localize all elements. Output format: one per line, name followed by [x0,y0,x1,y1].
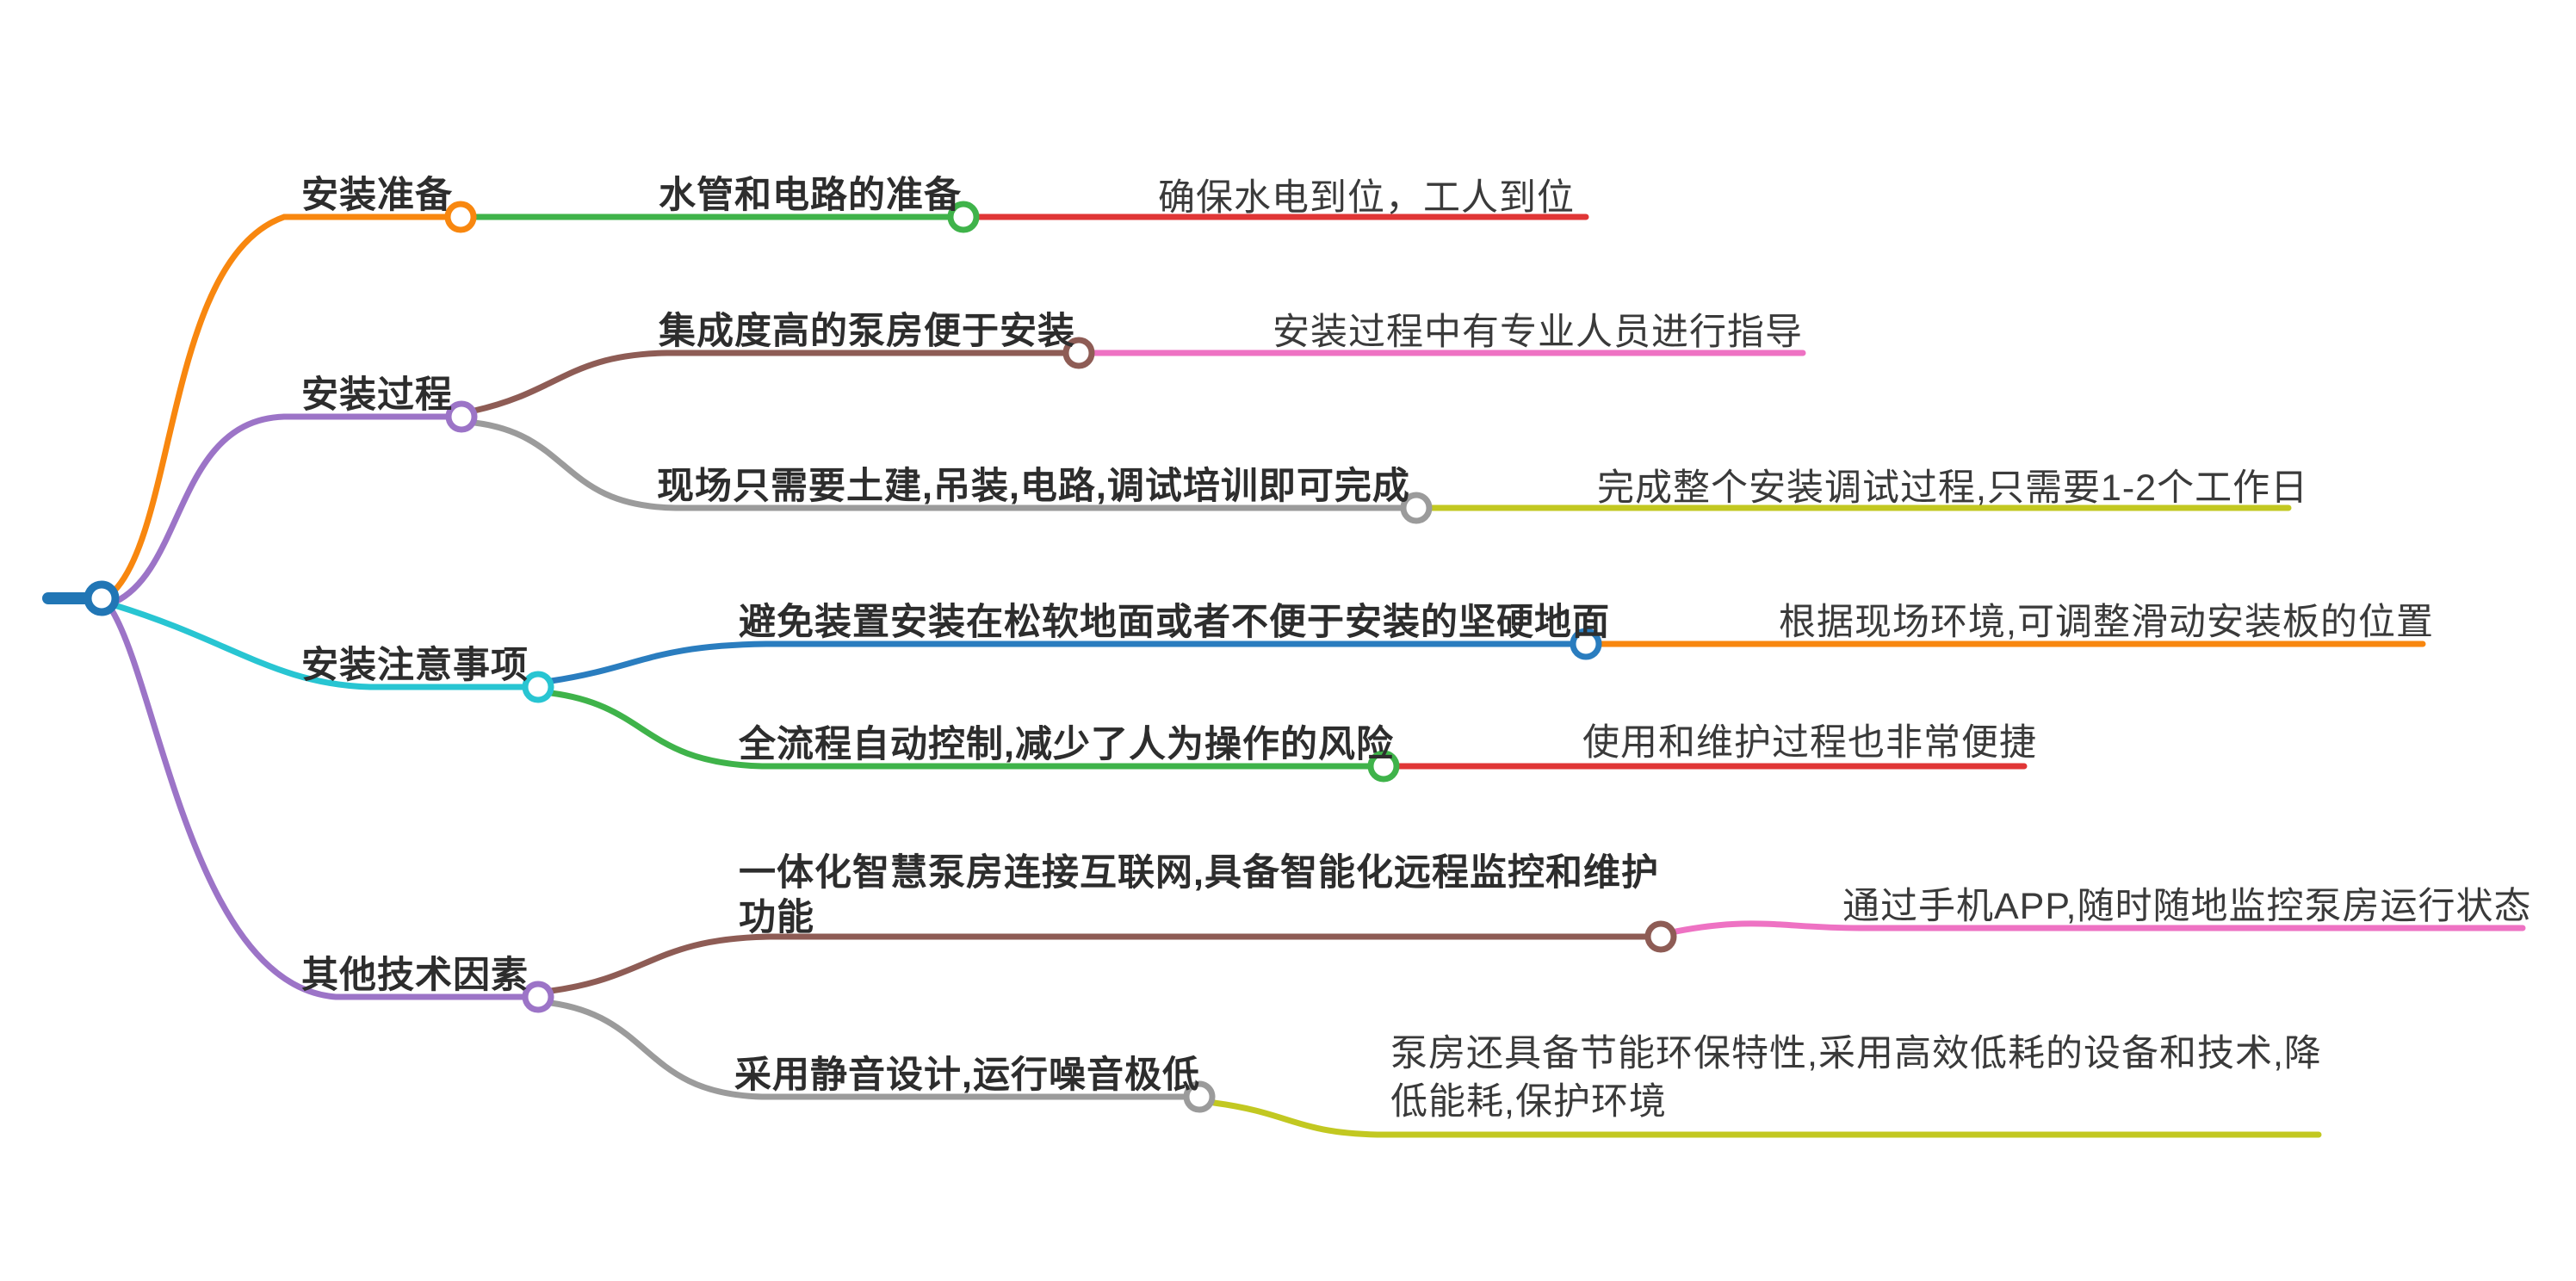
leaf-label-easy-maintenance[interactable]: 使用和维护过程也非常便捷 [1582,722,2037,764]
link-smart-pumphouse [548,933,1650,994]
node-label-install-notes[interactable]: 安装注意事项 [301,645,529,686]
leaf-label-sliding-plate[interactable]: 根据现场环境,可调整滑动安装板的位置 [1779,602,2434,643]
branch-curve-install-notes [111,602,527,690]
node-circle-install-notes[interactable] [522,671,554,703]
node-label-auto-control[interactable]: 全流程自动控制,减少了人为操作的风险 [739,724,1394,765]
leaf-label-professional-guidance[interactable]: 安装过程中有专业人员进行指导 [1273,312,1803,353]
node-circle-silent-design[interactable] [1183,1080,1216,1113]
node-label-smart-pumphouse-line2[interactable]: 功能 [739,897,814,938]
leaf-label-eco-friendly-line2[interactable]: 低能耗,保护环境 [1390,1081,1667,1123]
node-circle-install-process[interactable] [445,400,478,433]
link-integrated-pumphouse [471,350,1068,414]
leaf-label-eco-friendly-line1[interactable]: 泵房还具备节能环保特性,采用高效低耗的设备和技术,降 [1390,1033,2322,1074]
node-circle-auto-control[interactable] [1367,750,1400,783]
branch-curve-other-factors [108,607,527,1000]
node-label-install-prep[interactable]: 安装准备 [301,175,453,216]
leaf-label-ensure-utilities[interactable]: 确保水电到位，工人到位 [1158,177,1575,219]
node-label-smart-pumphouse-line1[interactable]: 一体化智慧泵房连接互联网,具备智能化远程监控和维护 [739,852,1659,894]
node-label-avoid-soft-ground[interactable]: 避免装置安装在松软地面或者不便于安装的坚硬地面 [739,602,1610,643]
branch-curve-install-prep [111,214,449,594]
link-onsite-work [471,419,1405,511]
node-circle-integrated-pumphouse[interactable] [1062,337,1095,369]
node-label-silent-design[interactable]: 采用静音设计,运行噪音极低 [734,1055,1200,1096]
leaf-label-12-workdays[interactable]: 完成整个安装调试过程,只需要1-2个工作日 [1597,467,2309,509]
link-auto-control [548,690,1372,770]
node-label-onsite-work[interactable]: 现场只需要土建,吊装,电路,调试培训即可完成 [657,466,1410,507]
link-avoid-soft-ground [548,640,1575,684]
root-node-circle[interactable] [84,580,120,616]
node-label-other-factors[interactable]: 其他技术因素 [301,955,529,996]
node-circle-pipe-circuit-prep[interactable] [947,201,980,233]
node-label-pipe-circuit-prep[interactable]: 水管和电路的准备 [659,175,962,216]
node-circle-install-prep[interactable] [444,201,477,233]
link-phone-app [1672,920,2526,935]
node-circle-avoid-soft-ground[interactable] [1570,628,1602,660]
branch-curve-install-process [112,413,450,605]
link-silent-design [548,999,1188,1100]
node-circle-onsite-work[interactable] [1400,492,1433,524]
node-label-install-process[interactable]: 安装过程 [301,374,453,416]
node-circle-other-factors[interactable] [522,981,554,1013]
node-circle-smart-pumphouse[interactable] [1644,920,1677,953]
link-eco-friendly [1211,1099,2322,1138]
leaf-label-phone-app[interactable]: 通过手机APP,随时随地监控泵房运行状态 [1842,886,2532,927]
node-label-integrated-pumphouse[interactable]: 集成度高的泵房便于安装 [659,311,1075,352]
